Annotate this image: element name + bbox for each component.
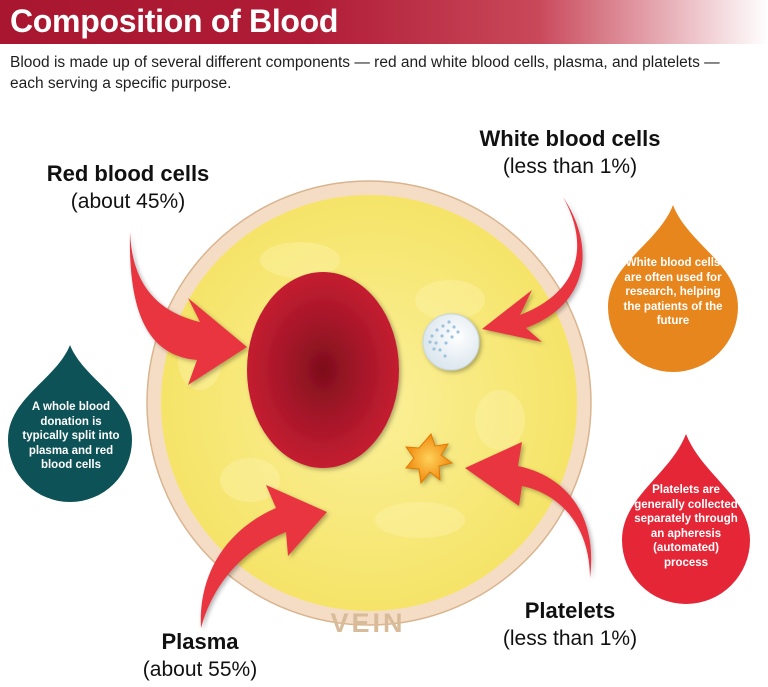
note-platelets: Platelets are generally collected separa… — [634, 484, 738, 569]
arrow-red-cells — [129, 232, 247, 385]
white-cells-name: White blood cells — [479, 126, 661, 151]
label-plasma: Plasma (about 55%) — [110, 628, 290, 684]
note-white-cells: White blood cells are often used for res… — [623, 257, 723, 327]
platelets-name: Platelets — [524, 598, 616, 623]
red-cells-percent: (about 45%) — [70, 190, 186, 213]
label-white-blood-cells: White blood cells (less than 1%) — [460, 125, 680, 181]
intro-text: Blood is made up of several different co… — [10, 54, 720, 92]
white-cells-percent: (less than 1%) — [502, 155, 638, 178]
red-cells-name: Red blood cells — [46, 161, 210, 186]
plasma-name: Plasma — [161, 629, 239, 654]
note-whole-blood: A whole blood donation is typically spli… — [22, 401, 120, 471]
red-blood-cell — [247, 272, 399, 468]
platelets-percent: (less than 1%) — [502, 627, 638, 650]
arrow-platelets — [465, 442, 592, 578]
plasma-percent: (about 55%) — [142, 658, 258, 681]
drop-platelets — [622, 434, 750, 604]
arrow-white-cells — [482, 197, 583, 342]
label-red-blood-cells: Red blood cells (about 45%) — [28, 160, 228, 216]
drop-whole-blood — [7, 345, 133, 503]
platelet — [404, 433, 454, 485]
white-blood-cell — [422, 313, 480, 371]
vein-label: VEIN — [330, 608, 406, 638]
drop-white-cells — [608, 205, 738, 372]
label-platelets: Platelets (less than 1%) — [480, 597, 660, 653]
arrow-plasma — [200, 485, 327, 628]
page-title: Composition of Blood — [10, 3, 339, 39]
header-bar: Composition of Blood — [0, 0, 768, 44]
